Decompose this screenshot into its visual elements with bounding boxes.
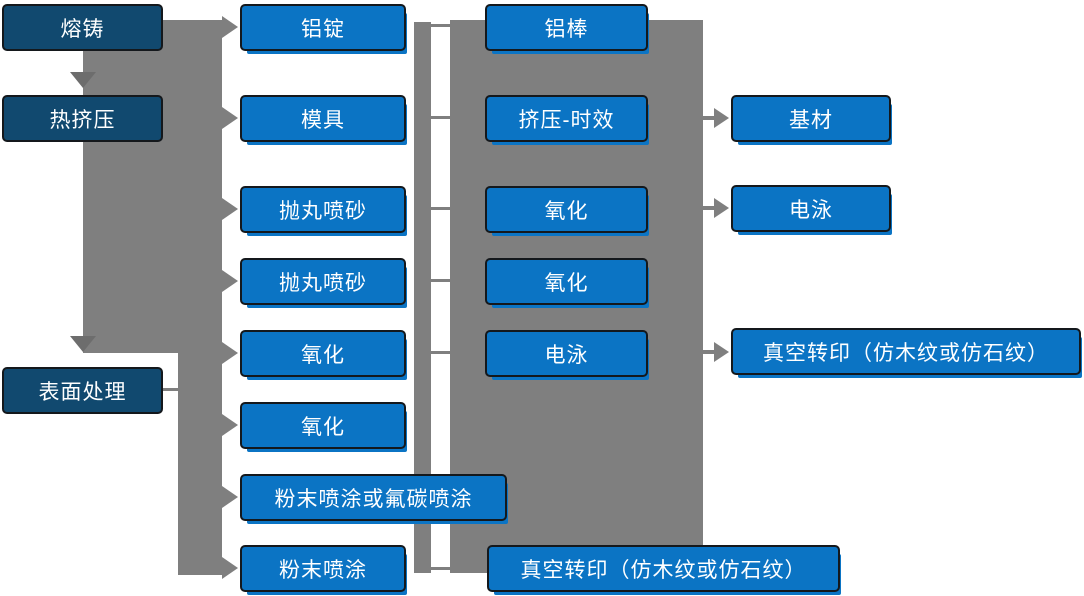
arrow-right-icon (222, 198, 238, 220)
node-extrusion-aging: 挤压-时效 (485, 95, 648, 142)
connector-line (431, 351, 450, 354)
arrow-right-icon (222, 107, 238, 129)
arrow-down-icon (70, 72, 96, 88)
node-vacuum-transfer-print-right: 真空转印（仿木纹或仿石纹） (731, 328, 1081, 375)
connector-line (161, 388, 179, 391)
connector-line (431, 24, 450, 27)
node-vacuum-transfer-print-bottom: 真空转印（仿木纹或仿石纹） (487, 545, 840, 592)
node-oxidation-2: 氧化 (240, 402, 406, 449)
node-mold: 模具 (240, 95, 406, 142)
node-aluminum-rod: 铝棒 (485, 4, 648, 51)
node-base-material: 基材 (731, 95, 891, 142)
arrow-right-icon (222, 16, 238, 38)
node-oxidation-1: 氧化 (240, 330, 406, 377)
arrow-right-icon (222, 342, 238, 364)
node-electrophoresis-1: 电泳 (485, 330, 648, 377)
connector-line (702, 206, 715, 210)
connector-line (431, 207, 450, 210)
node-shot-blasting-2: 抛丸喷砂 (240, 258, 406, 305)
node-powder-or-fluorocarbon-coating: 粉末喷涂或氟碳喷涂 (240, 474, 507, 521)
connector-line (702, 350, 715, 354)
arrow-right-icon (714, 342, 729, 362)
node-aluminum-ingot: 铝锭 (240, 4, 406, 51)
connector-line (702, 116, 715, 120)
arrow-right-icon (222, 414, 238, 436)
connector-line (431, 279, 450, 282)
arrow-right-icon (222, 270, 238, 292)
mid-connector-bar (414, 22, 431, 573)
arrow-right-icon (222, 557, 238, 579)
node-electrophoresis-2: 电泳 (731, 185, 891, 232)
connector-line (431, 116, 450, 119)
arrow-right-icon (714, 198, 729, 218)
arrow-right-icon (222, 486, 238, 508)
node-hot-extrusion: 热挤压 (2, 95, 163, 142)
arrow-right-icon (714, 108, 729, 128)
connector-line (431, 567, 450, 570)
node-melting-casting: 熔铸 (2, 4, 163, 51)
node-powder-coating: 粉末喷涂 (240, 545, 406, 592)
node-oxidation-3: 氧化 (485, 186, 648, 233)
trunk-band-left (83, 20, 222, 353)
arrow-down-icon (70, 336, 96, 352)
trunk-band-left-lower (178, 353, 222, 575)
node-surface-treatment: 表面处理 (2, 367, 163, 414)
node-oxidation-4: 氧化 (485, 258, 648, 305)
node-shot-blasting-1: 抛丸喷砂 (240, 186, 406, 233)
